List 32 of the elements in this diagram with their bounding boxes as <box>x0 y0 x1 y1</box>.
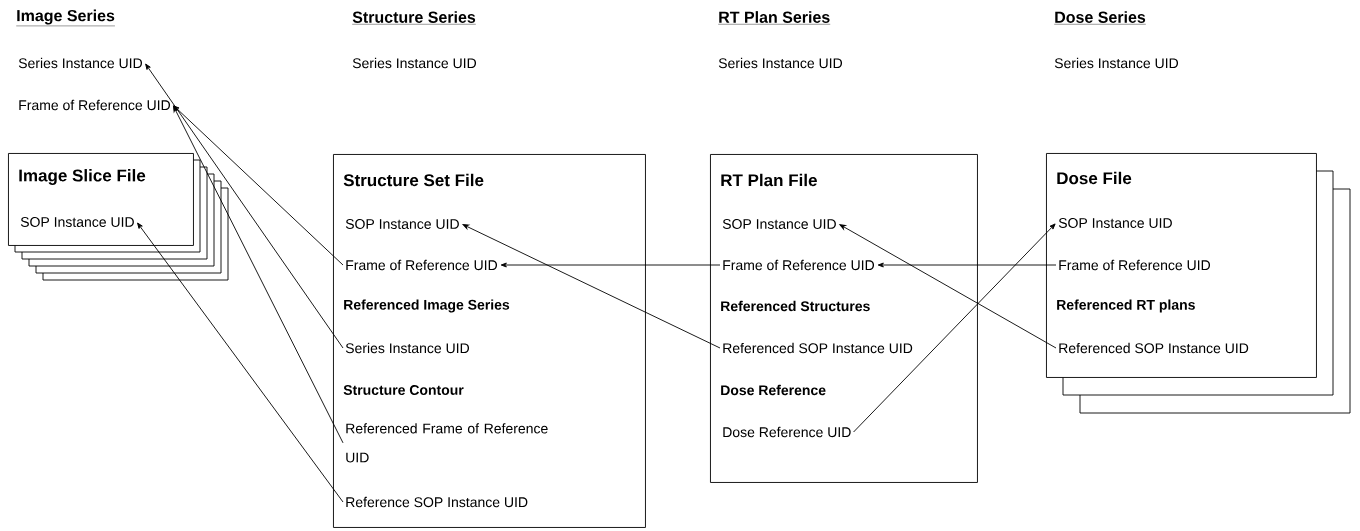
arrow <box>173 105 344 266</box>
field-text: SOP Instance UID <box>1058 218 1172 228</box>
arrow <box>137 222 344 503</box>
arrow <box>853 223 1056 433</box>
field-text: Frame of Reference UID <box>346 259 497 271</box>
field-text: Frame of Reference UID <box>1059 259 1210 271</box>
field-text: Series Instance UID <box>345 342 469 354</box>
field-text: Series Instance UID <box>352 57 476 69</box>
series-heading: Dose Series <box>1054 11 1146 25</box>
field-text: Referenced SOP Instance UID <box>723 342 913 354</box>
field-text: Dose Reference UID <box>723 426 851 438</box>
series-heading: Structure Series <box>352 11 476 25</box>
field-text: Referenced SOP Instance UID <box>1059 342 1249 354</box>
node-label: Image Slice File <box>19 169 146 185</box>
series-heading: Image Series <box>16 9 116 27</box>
field-text: Frame of Reference UID <box>19 99 170 111</box>
field-text: Series Instance UID <box>1054 57 1178 69</box>
field-text: SOP Instance UID <box>722 219 836 229</box>
field-text: Reference SOP Instance UID <box>346 496 528 508</box>
field-text: SOP Instance UID <box>20 217 134 227</box>
arrow <box>839 224 1057 349</box>
field-text: Frame of Reference UID <box>723 259 874 271</box>
arrow <box>173 105 344 444</box>
field-text: SOP Instance UID <box>345 219 459 229</box>
field-text: Referenced Frame of Reference UID <box>346 423 548 463</box>
arrow <box>145 63 344 349</box>
field-text: Series Instance UID <box>18 57 142 69</box>
field-text: Series Instance UID <box>718 57 842 69</box>
series-heading: RT Plan Series <box>718 11 831 25</box>
arrow <box>500 262 721 268</box>
arrow <box>462 224 721 349</box>
arrow <box>877 262 1057 268</box>
